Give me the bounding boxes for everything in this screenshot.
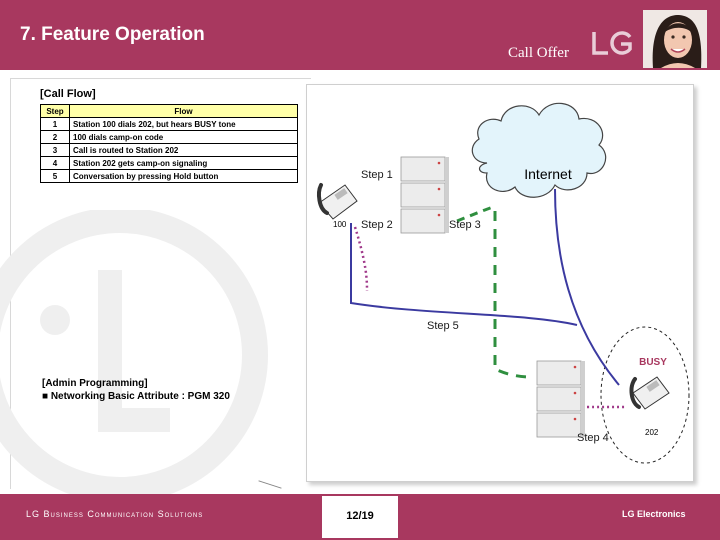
step-cell: 2 [40,130,70,144]
station-100-label: 100 [333,220,347,229]
column-header-flow: Flow [69,104,298,118]
network-diagram: Internet 100 B [317,102,690,464]
step-cell: 4 [40,156,70,170]
lg-logo-icon [592,31,632,55]
admin-programming-title: [Admin Programming] [42,378,148,389]
header-bar: 7. Feature Operation Call Offer [0,0,720,70]
page-number: 12/19 [346,510,374,522]
lg-watermark-icon [0,210,268,500]
step-cell: 5 [40,169,70,183]
person-photo-icon [643,10,707,68]
purple-step-path [353,226,369,292]
footer-company-text: LG Electronics [622,509,686,519]
diagram-panel: Internet 100 B [306,84,694,482]
step2-label: Step 2 [361,219,393,231]
table-row: 2 100 dials camp-on code [40,130,298,144]
step4-label: Step 4 [577,432,609,444]
table-row: 4 Station 202 gets camp-on signaling [40,156,298,170]
pbx-server-2-icon [536,360,585,438]
flow-cell: Station 100 dials 202, but hears BUSY to… [69,117,298,131]
step5-label: Step 5 [427,320,459,332]
phone-100-icon [317,183,358,220]
blue-step5-path [350,223,578,326]
internet-cloud-icon [471,102,607,198]
flow-cell: 100 dials camp-on code [69,130,298,144]
step-cell: 1 [40,117,70,131]
column-header-step: Step [40,104,70,118]
avatar [643,10,707,68]
call-flow-table: Step Flow 1 Station 100 dials 202, but h… [40,104,298,183]
pbx-server-1-icon [400,156,449,234]
busy-zone-outline [600,326,690,464]
page-subtitle: Call Offer [508,45,569,61]
table-header-row: Step Flow [40,104,298,118]
phone-202-icon [629,376,670,410]
step3-label: Step 3 [449,219,481,231]
table-row: 3 Call is routed to Station 202 [40,143,298,157]
busy-label: BUSY [639,357,667,368]
footer-bar: LG Business Communication Solutions 12/1… [0,494,720,540]
flow-cell: Conversation by pressing Hold button [69,169,298,183]
step1-label: Step 1 [361,169,393,181]
page-number-box: 12/19 [322,496,398,538]
page-title: 7. Feature Operation [20,24,205,45]
blue-internet-path [554,188,620,386]
step3-green-link [456,205,494,223]
footer-brand-text: LG Business Communication Solutions [26,509,204,519]
call-flow-label: [Call Flow] [40,88,96,100]
step-cell: 3 [40,143,70,157]
admin-programming-item: ■ Networking Basic Attribute : PGM 320 [42,391,230,402]
green-route-path [493,211,532,379]
flow-cell: Station 202 gets camp-on signaling [69,156,298,170]
station-202-label: 202 [645,428,659,437]
table-row: 5 Conversation by pressing Hold button [40,169,298,183]
internet-label: Internet [524,166,572,182]
flow-cell: Call is routed to Station 202 [69,143,298,157]
table-row: 1 Station 100 dials 202, but hears BUSY … [40,117,298,131]
